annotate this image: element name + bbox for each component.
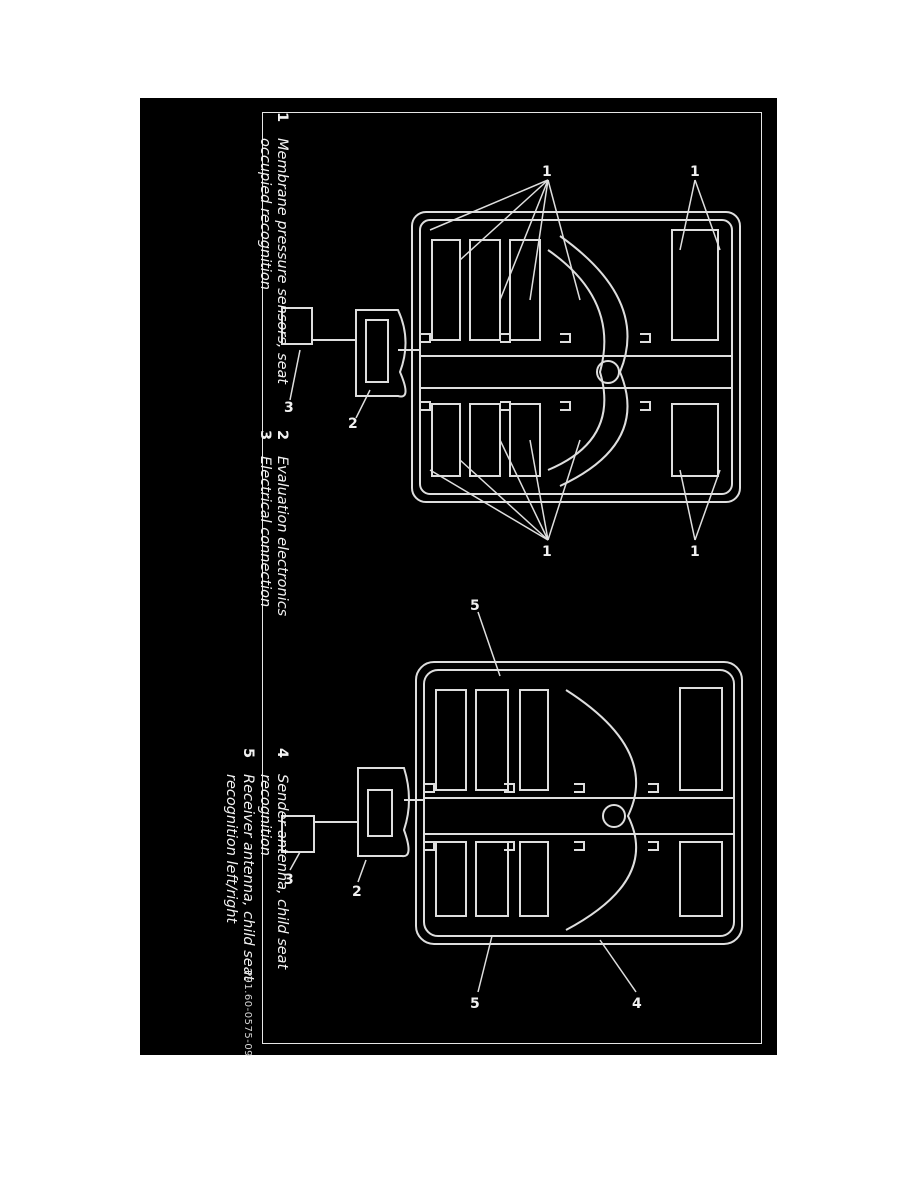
seat-mat-lower xyxy=(415,661,743,945)
legend-item-5: 5 Receiver antenna, child seat recogniti… xyxy=(222,748,256,981)
callout-3: 3 xyxy=(284,872,294,888)
legend-item-3: 3 Electrical connection xyxy=(256,430,273,607)
seat-mat-upper xyxy=(411,211,741,503)
legend-text: Evaluation electronics xyxy=(274,456,290,617)
legend-item-1: 1 Membrane pressure sensors, seat occupi… xyxy=(256,112,290,384)
electrical-connection-lower xyxy=(281,815,358,853)
evaluation-electronics-upper xyxy=(355,309,420,398)
diagram-panel xyxy=(140,98,777,1055)
diagram-frame xyxy=(262,112,762,1044)
callout-5: 5 xyxy=(470,598,480,614)
leader-lines-sensors xyxy=(289,179,721,541)
reference-code: P91.60-0575-09 xyxy=(242,970,253,1058)
callout-1: 1 xyxy=(542,164,552,180)
callout-2: 2 xyxy=(348,416,358,432)
legend: 1 Membrane pressure sensors, seat occupi… xyxy=(160,112,290,1072)
callout-2: 2 xyxy=(352,884,362,900)
legend-num: 3 xyxy=(257,430,273,441)
legend-num: 2 xyxy=(274,430,290,441)
callout-4: 4 xyxy=(632,996,642,1012)
legend-text: Sender antenna, child seat recognition xyxy=(257,774,290,970)
electrical-connection-upper xyxy=(281,307,356,345)
callout-5: 5 xyxy=(470,996,480,1012)
callout-1: 1 xyxy=(690,544,700,560)
legend-num: 1 xyxy=(274,112,290,123)
callout-1: 1 xyxy=(690,164,700,180)
callout-1: 1 xyxy=(542,544,552,560)
legend-text: Electrical connection xyxy=(257,456,273,608)
legend-item-2: 2 Evaluation electronics xyxy=(273,430,290,616)
legend-item-4: 4 Sender antenna, child seat recognition xyxy=(256,748,290,969)
leader-lines-lower xyxy=(289,611,637,993)
callout-3: 3 xyxy=(284,400,294,416)
legend-num: 5 xyxy=(240,748,256,759)
legend-num: 4 xyxy=(274,748,290,759)
legend-text: Membrane pressure sensors, seat occupied… xyxy=(257,138,290,385)
evaluation-electronics-lower xyxy=(357,767,424,858)
legend-text: Receiver antenna, child seat recognition… xyxy=(223,774,256,982)
